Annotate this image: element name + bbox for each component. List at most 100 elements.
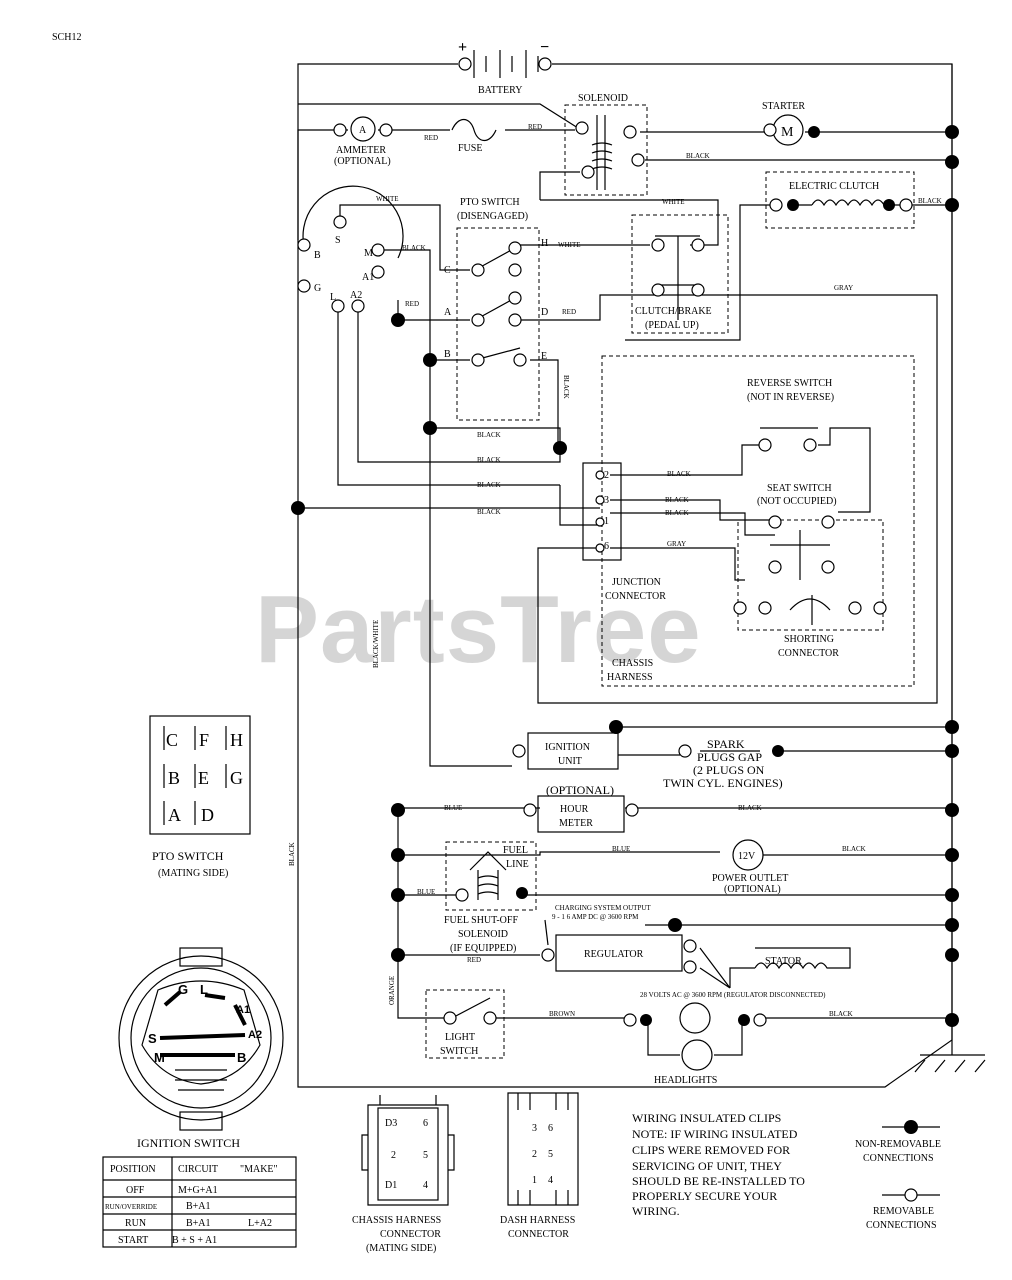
- legend-removable: REMOVABLE: [873, 1206, 934, 1217]
- starter: M STARTER: [762, 101, 805, 146]
- chassis-connector-label-2: CONNECTOR: [380, 1229, 441, 1240]
- pto-term-h: H: [541, 238, 548, 249]
- fuel-solenoid-label-3: (IF EQUIPPED): [450, 943, 516, 954]
- wl-black-14: BLACK: [842, 845, 866, 853]
- light-switch-label: LIGHT: [445, 1032, 475, 1043]
- ign-table-cell: B+A1: [186, 1201, 211, 1212]
- wl-blue-2: BLUE: [612, 845, 630, 853]
- legend: NON-REMOVABLE CONNECTIONS REMOVABLE CONN…: [855, 1120, 941, 1231]
- ign-face-l: L: [200, 982, 208, 997]
- pto-switch-label: PTO SWITCH: [460, 197, 520, 208]
- ignition-unit: IGNITION UNIT: [527, 732, 619, 770]
- pto-term-c: C: [444, 265, 451, 276]
- wl-black-10: BLACK: [665, 496, 689, 504]
- chassis-harness-label: CHASSIS: [612, 658, 653, 669]
- dash-connector-label: DASH HARNESS: [500, 1215, 575, 1226]
- stator-volts: 28 VOLTS AC @ 3600 RPM (REGULATOR DISCON…: [640, 991, 826, 999]
- wl-white-3: WHITE: [558, 241, 581, 249]
- non-removable-connections: [291, 125, 959, 1027]
- ign-face-a2: A2: [248, 1029, 262, 1041]
- wl-gray-2: GRAY: [667, 540, 686, 548]
- shorting-connector: SHORTING CONNECTOR: [778, 595, 839, 659]
- ign-table-cell: M+G+A1: [178, 1185, 218, 1196]
- clutch-brake-state: (PEDAL UP): [645, 320, 699, 331]
- shorting-label-2: CONNECTOR: [778, 648, 839, 659]
- ign-table-cell: RUN/OVERRIDE: [105, 1203, 157, 1211]
- ignition-table: POSITION CIRCUIT "MAKE" OFF M+G+A1 RUN/O…: [102, 1156, 297, 1248]
- ignition-switch-title: IGNITION SWITCH: [137, 1136, 240, 1150]
- wl-black-white: BLACK/WHITE: [372, 620, 380, 668]
- ign-table-cell: RUN: [125, 1218, 146, 1229]
- electric-clutch-label: ELECTRIC CLUTCH: [789, 181, 879, 192]
- term-l: L: [330, 292, 336, 303]
- ammeter-optional: (OPTIONAL): [334, 156, 391, 167]
- wl-gray-1: GRAY: [834, 284, 853, 292]
- fuel-solenoid-label-2: SOLENOID: [458, 929, 508, 940]
- dash-connector-label-2: CONNECTOR: [508, 1229, 569, 1240]
- pto-mate-b: B: [168, 768, 180, 788]
- wiring-note: WIRING INSULATED CLIPS NOTE: IF WIRING I…: [632, 1111, 805, 1218]
- ignition-switch-face: G L A1 S A2 M B IGNITION SWITCH: [118, 947, 284, 1150]
- wl-red-5: RED: [467, 956, 481, 964]
- spark-plugs: SPARK PLUGS GAP (2 PLUGS ON TWIN CYL. EN…: [663, 737, 783, 790]
- pto-mate-h: H: [230, 730, 243, 750]
- legend-non-removable-2: CONNECTIONS: [863, 1153, 934, 1164]
- chassis-pin-2: 2: [391, 1150, 396, 1161]
- ign-table-cell: START: [118, 1235, 148, 1246]
- chassis-pin-4: 4: [423, 1180, 428, 1191]
- page-code: SCH12: [52, 32, 81, 43]
- note-line: SERVICING OF UNIT, THEY: [632, 1159, 782, 1173]
- power-outlet-label: POWER OUTLET: [712, 873, 788, 884]
- ignition-unit-label-2: UNIT: [558, 756, 582, 767]
- note-line: NOTE: IF WIRING INSULATED: [632, 1127, 798, 1141]
- fuse: FUSE: [451, 118, 497, 154]
- term-a1: A1: [362, 272, 374, 283]
- watermark: PartsTree: [255, 576, 702, 683]
- ign-table-cell: B+A1: [186, 1218, 211, 1229]
- ign-face-g: G: [178, 982, 188, 997]
- dash-pin-1: 1: [532, 1175, 537, 1186]
- shorting-label: SHORTING: [784, 634, 834, 645]
- wl-black-13: BLACK: [738, 804, 762, 812]
- hour-meter-optional: (OPTIONAL): [546, 783, 614, 797]
- note-line: WIRING INSULATED CLIPS: [632, 1111, 781, 1125]
- pto-term-d: D: [541, 307, 548, 318]
- dash-pin-3: 3: [532, 1123, 537, 1134]
- jc-label-2: CONNECTOR: [605, 591, 666, 602]
- hour-meter-label-2: METER: [559, 818, 593, 829]
- junction-connector: 2 3 1 6 JUNCTION CONNECTOR: [582, 462, 666, 602]
- wl-red-2: RED: [528, 123, 542, 131]
- ignition-unit-label: IGNITION: [545, 742, 590, 753]
- legend-non-removable: NON-REMOVABLE: [855, 1139, 941, 1150]
- wl-white-1: WHITE: [376, 195, 399, 203]
- starter-label: STARTER: [762, 101, 805, 112]
- battery-label: BATTERY: [478, 85, 522, 96]
- ign-table-cell: B + S + A1: [172, 1235, 217, 1246]
- chassis-connector-mating: (MATING SIDE): [366, 1243, 436, 1254]
- note-line: SHOULD BE RE-INSTALLED TO: [632, 1174, 805, 1188]
- wire-labels: RED RED BLACK WHITE WHITE BLACK BLACK WH…: [288, 123, 942, 1018]
- pto-mate-a: A: [168, 805, 181, 825]
- ammeter: A AMMETER (OPTIONAL): [334, 116, 391, 167]
- battery: + − BATTERY: [458, 39, 549, 96]
- jc-pin-1: 1: [604, 516, 609, 527]
- headlights: HEADLIGHTS: [647, 1002, 743, 1086]
- wl-black-12: BLACK: [288, 842, 296, 866]
- regulator-label: REGULATOR: [584, 949, 644, 960]
- dash-harness-connector: 6 3 5 2 4 1 DASH HARNESS CONNECTOR: [500, 1092, 579, 1240]
- jc-pin-3: 3: [604, 495, 609, 506]
- ign-table-h-circuit: CIRCUIT: [178, 1164, 218, 1175]
- pto-mate-e: E: [198, 768, 209, 788]
- stator-label: STATOR: [765, 956, 802, 967]
- term-m: M: [364, 248, 373, 259]
- wl-black-15: BLACK: [829, 1010, 853, 1018]
- wl-black-4: BLACK: [562, 375, 570, 399]
- note-line: PROPERLY SECURE YOUR: [632, 1189, 777, 1203]
- wl-blue-1: BLUE: [444, 804, 462, 812]
- hour-meter-label: HOUR: [560, 804, 589, 815]
- wl-white-2: WHITE: [662, 198, 685, 206]
- pto-switch-state: (DISENGAGED): [457, 211, 528, 222]
- wl-blue-3: BLUE: [417, 888, 435, 896]
- seat-switch-label: SEAT SWITCH: [767, 483, 832, 494]
